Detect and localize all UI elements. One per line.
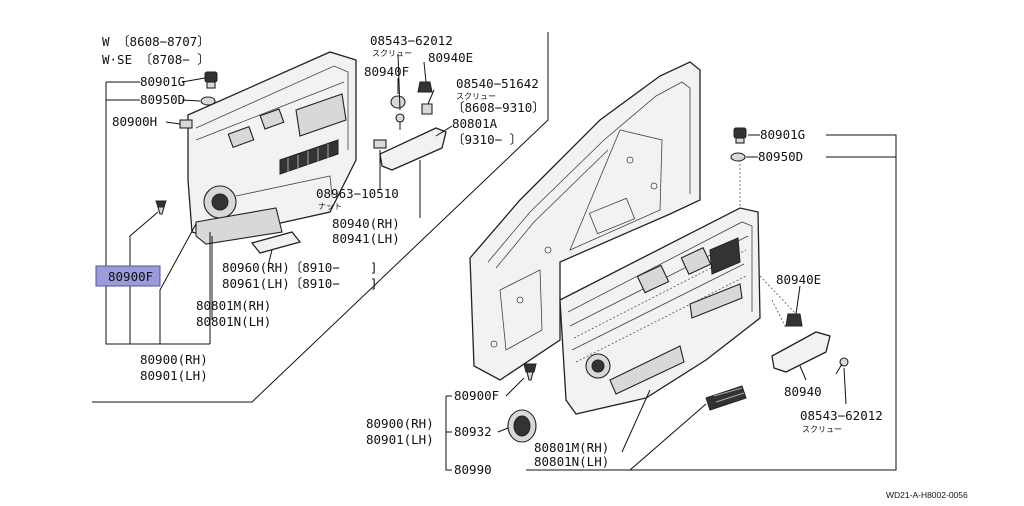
label-80990[interactable]: 80990	[454, 462, 492, 477]
label-80960-rh[interactable]: 80960(RH)〔8910−	[222, 260, 340, 275]
label-80940F[interactable]: 80940F	[364, 64, 409, 79]
inset-divider	[92, 32, 549, 403]
bracket-close-80960: ]	[370, 260, 378, 275]
label-80940-main[interactable]: 80940	[784, 384, 822, 399]
screw-08543-main	[835, 357, 849, 375]
label-08543-62012-main[interactable]: 08543−62012	[800, 408, 883, 423]
variant-line-2: W·SE 〔8708− 〕	[102, 52, 210, 67]
label-range-9310: 〔9310− 〕	[452, 132, 522, 147]
label-80940E-upper[interactable]: 80940E	[428, 50, 473, 65]
inset-clip-80900F	[155, 200, 167, 215]
label-screw-08540: スクリュー	[456, 92, 496, 101]
label-80950D-main[interactable]: 80950D	[758, 149, 803, 164]
label-80940-rh-inset[interactable]: 80940(RH)	[332, 216, 400, 231]
inset-washer-80950D	[200, 96, 216, 106]
label-80801M-rh-main[interactable]: 80801M(RH)	[534, 440, 609, 455]
label-80801N-lh-main[interactable]: 80801N(LH)	[534, 454, 609, 469]
label-80801A[interactable]: 80801A	[452, 116, 498, 131]
screw-08540	[421, 103, 433, 115]
label-80900F-main[interactable]: 80900F	[454, 388, 499, 403]
label-08540-51642[interactable]: 08540−51642	[456, 76, 539, 91]
bracket-close-80961: ]	[370, 276, 378, 291]
variant-line-1: W 〔8608−8707〕	[102, 34, 210, 49]
label-range-8608-9310: 〔8608−9310〕	[452, 100, 545, 115]
label-80932[interactable]: 80932	[454, 424, 492, 439]
label-80901G-main[interactable]: 80901G	[760, 127, 805, 142]
label-80900F-highlighted[interactable]: 80900F	[108, 269, 153, 284]
clip-80900F-main	[523, 363, 537, 381]
label-screw-main: スクリュー	[802, 425, 842, 434]
vent-grille-80990	[705, 385, 747, 411]
screw-08543-upper	[395, 113, 405, 130]
label-80901-lh-main[interactable]: 80901(LH)	[366, 432, 434, 447]
label-nut: ナット	[318, 202, 342, 211]
door-trim-panel	[559, 207, 761, 415]
diagram-reference-code: WD21-A-H8002-0056	[886, 490, 968, 500]
inset-clip-80901G	[204, 71, 218, 89]
speaker-cover-80932	[507, 409, 537, 443]
clip-80940E-main	[785, 313, 803, 327]
inset-grille-80960	[250, 231, 302, 254]
label-80900-rh-main[interactable]: 80900(RH)	[366, 416, 434, 431]
inset-clip-80900H	[179, 119, 193, 129]
nut-08963	[373, 139, 387, 149]
label-80941-lh-inset[interactable]: 80941(LH)	[332, 231, 400, 246]
leader-lines	[105, 53, 897, 471]
armrest-80940-inset	[379, 127, 447, 171]
label-08543-62012-upper[interactable]: 08543−62012	[370, 33, 453, 48]
label-80940E-main[interactable]: 80940E	[776, 272, 821, 287]
label-08963-10510[interactable]: 08963−10510	[316, 186, 399, 201]
cap-80940F	[390, 95, 406, 109]
label-80950D-inset[interactable]: 80950D	[140, 92, 185, 107]
highlighted-part-box	[95, 265, 161, 287]
door-inner-panel	[469, 61, 701, 381]
inset-door-trim-panel	[187, 51, 357, 245]
label-80901G-inset[interactable]: 80901G	[140, 74, 185, 89]
label-80900H[interactable]: 80900H	[112, 114, 157, 129]
label-80801N-lh-inset[interactable]: 80801N(LH)	[196, 314, 271, 329]
clip-80901G-main	[733, 127, 747, 144]
label-80901-lh-inset[interactable]: 80901(LH)	[140, 368, 208, 383]
label-80961-lh[interactable]: 80961(LH)〔8910−	[222, 276, 340, 291]
clip-80940E-upper	[417, 81, 433, 93]
inset-speaker	[203, 185, 237, 219]
label-80900-rh-inset[interactable]: 80900(RH)	[140, 352, 208, 367]
label-80801M-rh-inset[interactable]: 80801M(RH)	[196, 298, 271, 313]
label-screw-upper: スクリュー	[372, 49, 412, 58]
inset-trim-vent-grille	[279, 139, 339, 175]
variant-note: W 〔8608−8707〕 W·SE 〔8708− 〕	[102, 34, 210, 67]
armrest-80940	[771, 331, 831, 373]
washer-80950D-main	[730, 152, 746, 162]
